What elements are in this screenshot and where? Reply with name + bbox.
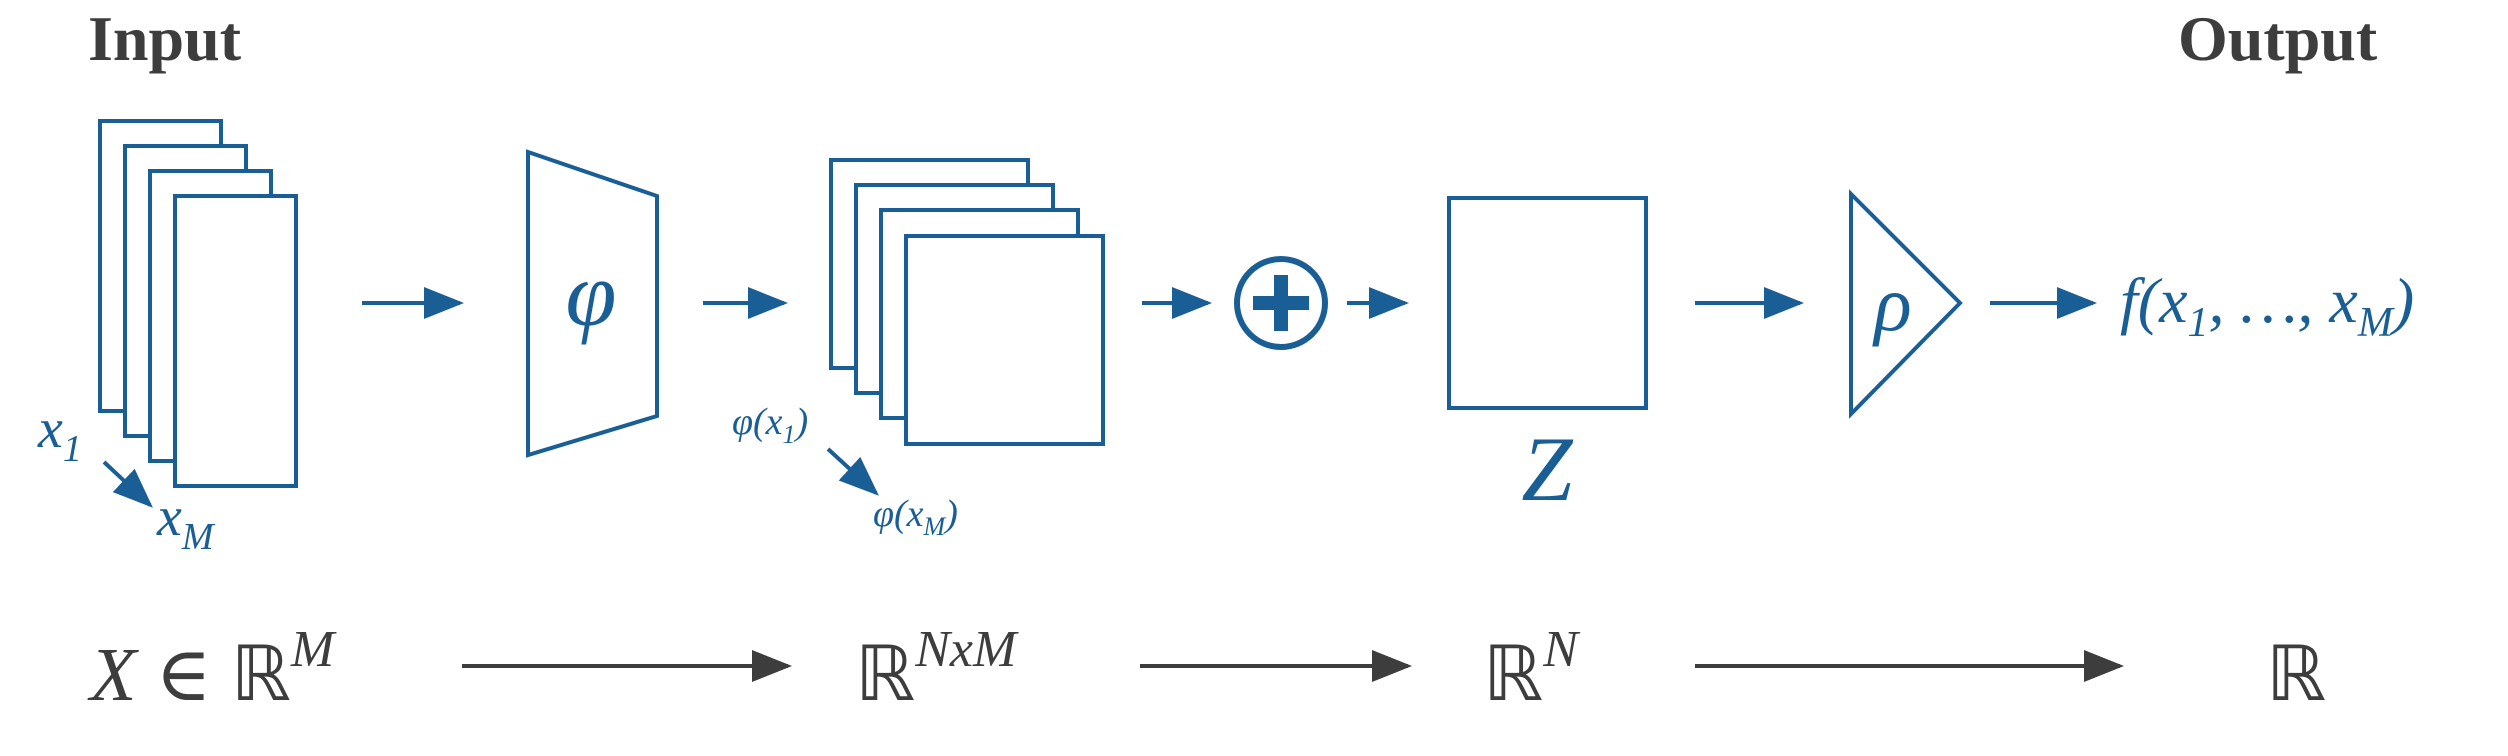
circled-plus-icon [1234, 256, 1328, 350]
output-space-label: ℝ [2266, 629, 2326, 718]
z-label: Z [1521, 418, 1573, 520]
rho-symbol: ρ [1872, 260, 1911, 347]
input-space-label: X ∈ ℝM [87, 621, 337, 718]
rho-decoder-block [1849, 189, 1963, 419]
phi-xM-label: φ(xM) [873, 493, 958, 541]
phi-x1-label: φ(x1) [732, 401, 808, 449]
embedding-4 [904, 234, 1105, 446]
phi-symbol: φ [566, 243, 617, 345]
pooled-representation-box [1447, 196, 1648, 410]
embedding-stack [829, 158, 1105, 446]
phi-x1-to-phi-xM-arrow [826, 447, 879, 496]
embedded-space-label: ℝNxM [855, 621, 1019, 718]
output-function-label: f(x1, …, xM) [2120, 265, 2414, 346]
x1-to-xM-arrow [102, 460, 153, 508]
x1-label: x1 [37, 398, 82, 470]
input-element-4 [173, 194, 298, 488]
input-heading: Input [88, 3, 242, 74]
output-heading: Output [2178, 3, 2378, 74]
pooled-space-label: ℝN [1483, 621, 1581, 718]
xM-label: xM [156, 486, 216, 558]
phi-encoder-block [526, 149, 659, 458]
input-set-stack [98, 119, 298, 488]
